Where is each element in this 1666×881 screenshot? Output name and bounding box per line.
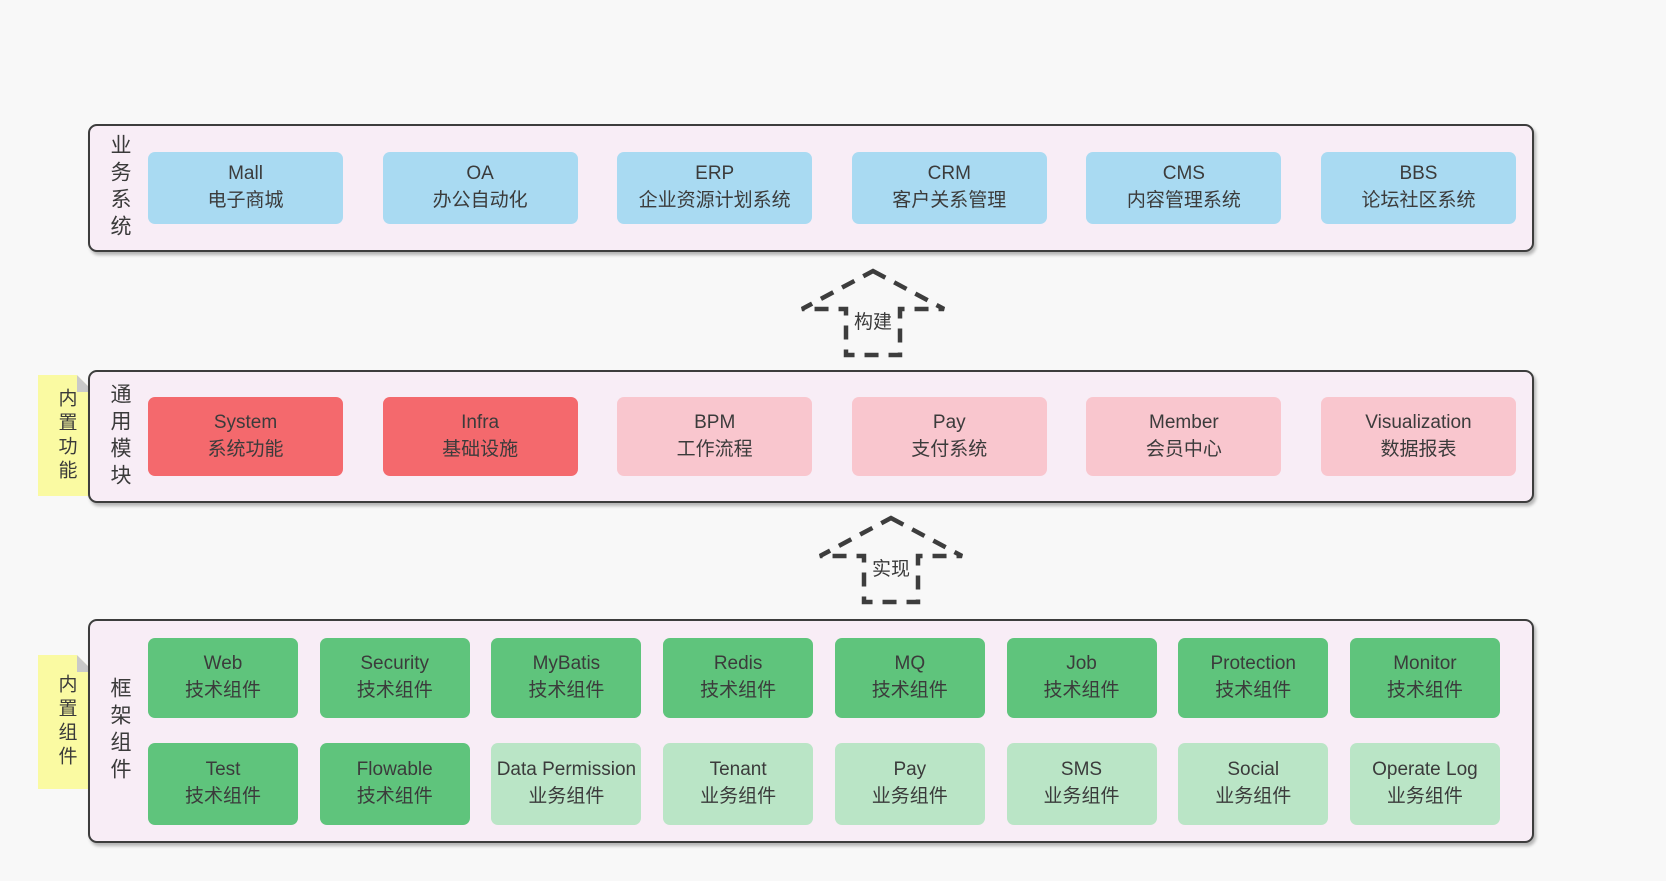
biz-components-row: Test 技术组件 Flowable 技术组件 Data Permission … [148, 742, 1516, 825]
box-social: Social 业务组件 [1178, 742, 1329, 825]
box-system: System 系统功能 [148, 397, 343, 476]
box-bpm: BPM 工作流程 [617, 397, 813, 476]
box-data-permission: Data Permission 业务组件 [491, 742, 642, 825]
sticky-label: 内置组件 [55, 674, 77, 770]
box-crm: CRM 客户关系管理 [851, 152, 1047, 224]
box-redis: Redis 技术组件 [663, 637, 814, 718]
panel-business-systems: 业务系统 Mall 电子商城 OA 办公自动化 ERP 企业资源计划系统 CRM… [88, 124, 1534, 252]
sticky-note-built-in-features: 内置功能 [38, 375, 94, 496]
box-erp: ERP 企业资源计划系统 [617, 152, 813, 224]
up-arrow-icon [800, 268, 946, 358]
box-job: Job 技术组件 [1006, 637, 1157, 718]
panel-label-business-systems: 业务系统 [108, 134, 131, 242]
framework-components-grid: Web 技术组件 Security 技术组件 MyBatis 技术组件 Redi… [148, 621, 1532, 841]
arrow-label-build: 构建 [849, 306, 897, 335]
box-protection: Protection 技术组件 [1178, 637, 1329, 718]
box-web: Web 技术组件 [148, 637, 298, 718]
box-monitor: Monitor 技术组件 [1349, 637, 1500, 718]
up-arrow-icon [818, 515, 964, 605]
box-test: Test 技术组件 [148, 742, 298, 825]
dashed-up-arrow-implement: 实现 [816, 515, 966, 605]
business-systems-row: Mall 电子商城 OA 办公自动化 ERP 企业资源计划系统 CRM 客户关系… [148, 126, 1532, 250]
box-oa: OA 办公自动化 [382, 152, 578, 224]
box-sms: SMS 业务组件 [1006, 742, 1157, 825]
box-cms: CMS 内容管理系统 [1086, 152, 1282, 224]
box-flowable: Flowable 技术组件 [319, 742, 470, 825]
box-tenant: Tenant 业务组件 [663, 742, 814, 825]
box-pay-system: Pay 支付系统 [851, 397, 1047, 476]
box-bbs: BBS 论坛社区系统 [1320, 152, 1516, 224]
panel-common-modules: 通用模块 System 系统功能 Infra 基础设施 BPM 工作流程 Pay… [88, 370, 1534, 503]
box-mq: MQ 技术组件 [834, 637, 985, 718]
sticky-label: 内置功能 [55, 387, 77, 484]
panel-label-common-modules: 通用模块 [108, 382, 131, 491]
box-mybatis: MyBatis 技术组件 [491, 637, 642, 718]
tech-components-row: Web 技术组件 Security 技术组件 MyBatis 技术组件 Redi… [148, 637, 1516, 718]
common-modules-row: System 系统功能 Infra 基础设施 BPM 工作流程 Pay 支付系统… [148, 372, 1532, 501]
dashed-up-arrow-build: 构建 [798, 268, 948, 358]
box-operate-log: Operate Log 业务组件 [1349, 742, 1500, 825]
box-mall: Mall 电子商城 [148, 152, 343, 224]
sticky-note-built-in-components: 内置组件 [38, 655, 94, 789]
panel-label-framework-components: 框架组件 [108, 677, 131, 785]
panel-framework-components: 框架组件 Web 技术组件 Security 技术组件 MyBatis 技术组件… [88, 619, 1534, 843]
box-pay-component: Pay 业务组件 [834, 742, 985, 825]
box-security: Security 技术组件 [319, 637, 470, 718]
box-infra: Infra 基础设施 [382, 397, 578, 476]
box-visualization: Visualization 数据报表 [1320, 397, 1516, 476]
box-member: Member 会员中心 [1086, 397, 1282, 476]
arrow-label-implement: 实现 [867, 553, 915, 582]
